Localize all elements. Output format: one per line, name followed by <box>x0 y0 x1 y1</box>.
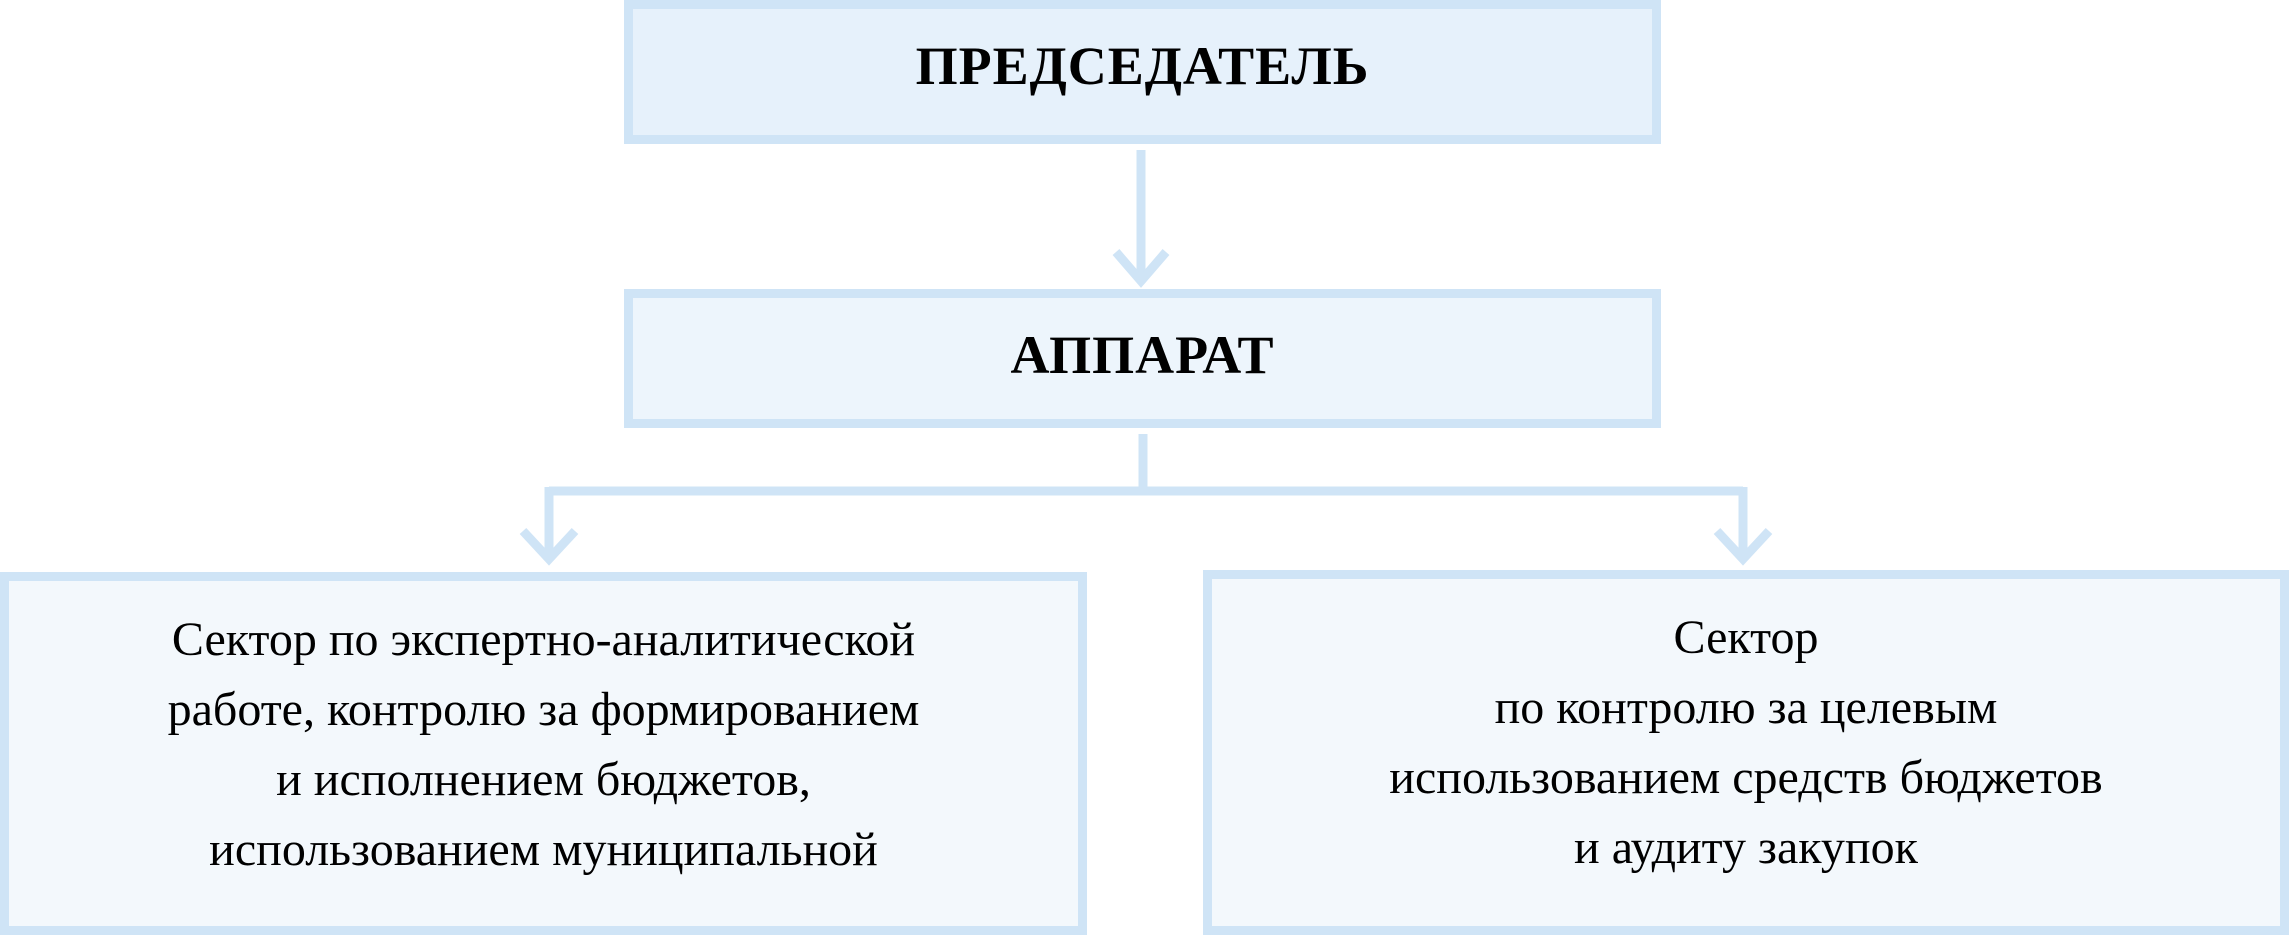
sector-target-control-text: Сектор по контролю за целевым использова… <box>1389 579 2102 883</box>
sector-expert-analytical-box: Сектор по экспертно-аналитической работе… <box>0 572 1087 935</box>
arrowhead-right-sector-icon <box>1713 527 1773 566</box>
sector-right-line: по контролю за целевым <box>1494 681 1998 734</box>
sector-right-line: и аудиту закупок <box>1574 821 1918 874</box>
sector-right-line: использованием средств бюджетов <box>1389 751 2103 804</box>
sector-right-line: Сектор <box>1673 611 1819 664</box>
apparatus-title: АППАРАТ <box>1010 324 1275 385</box>
sector-left-line: работе, контролю за формированием <box>167 683 920 736</box>
sector-expert-analytical-text: Сектор по экспертно-аналитической работе… <box>168 581 920 885</box>
arrowhead-apparatus-icon <box>1112 249 1170 288</box>
apparatus-box: АППАРАТ <box>624 289 1661 428</box>
chairman-box: ПРЕДСЕДАТЕЛЬ <box>624 0 1661 144</box>
sector-left-line: Сектор по экспертно-аналитической <box>171 613 916 666</box>
arrowhead-left-sector-icon <box>519 527 579 566</box>
sector-left-line: использованием муниципальной <box>209 823 878 876</box>
chairman-title: ПРЕДСЕДАТЕЛЬ <box>915 36 1370 96</box>
sector-target-control-box: Сектор по контролю за целевым использова… <box>1203 570 2289 935</box>
sector-left-line: и исполнением бюджетов, <box>276 753 811 806</box>
